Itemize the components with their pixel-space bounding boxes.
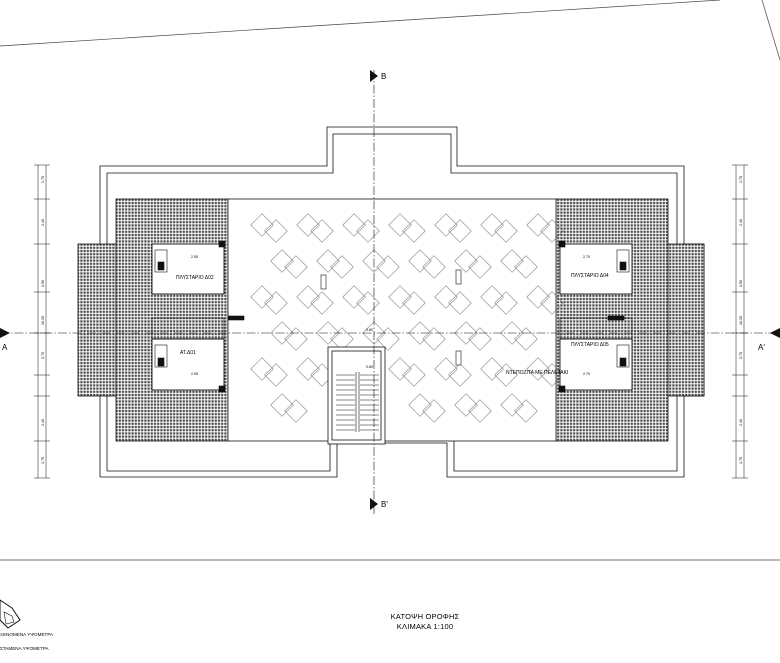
- section-a-right: A': [758, 343, 765, 352]
- room-label-d04: ΠΛΥΣΤΑΡΙΟ Δ04: [571, 273, 609, 279]
- staircase: [327, 346, 386, 445]
- legend-line-2: ΣΤΑΜΕΝΑ ΥΨΟΜΕΤΡΑ: [0, 646, 49, 651]
- drawing-scale: ΚΛΙΜΑΚΑ 1:100: [396, 622, 454, 631]
- dim-right-6: 2.40: [739, 419, 743, 426]
- central-terrace: [227, 198, 564, 442]
- section-markers: [0, 70, 780, 510]
- drawing-title-block: ΚΑΤΟΨΗ ΟΡΟΦΗΣ ΚΛΙΜΑΚΑ 1:100: [360, 612, 490, 632]
- section-lines: [0, 70, 780, 515]
- section-letters: B B' A A': [2, 72, 765, 509]
- plot-boundary: [0, 0, 780, 561]
- dim-right-4: 16.30: [739, 316, 743, 325]
- dim-level-2: 0.80: [366, 365, 373, 369]
- dim-room-3: 2.70: [583, 255, 590, 259]
- dim-left-4: 16.30: [41, 316, 45, 325]
- dim-room-2: 2.55: [191, 372, 198, 376]
- room-label-d01: ΑΤ.Δ01: [180, 350, 196, 356]
- dim-left-5: 3.70: [41, 352, 45, 359]
- room-label-d02: ΠΛΥΣΤΑΡΙΟ Δ02: [176, 275, 214, 281]
- dim-left-1: 1.75: [41, 176, 45, 183]
- dim-right-1: 1.75: [739, 176, 743, 183]
- levels-legend: ΞΕΝΟΜΕΝΑ ΥΨΟΜΕΤΡΑ ΣΤΑΜΕΝΑ ΥΨΟΜΕΤΡΑ: [0, 628, 53, 656]
- legend-line-1: ΞΕΝΟΜΕΝΑ ΥΨΟΜΕΤΡΑ: [0, 632, 54, 637]
- left-grid-block: [115, 198, 669, 442]
- section-a-left: A: [2, 343, 8, 352]
- terrace-label: ΝΤΕΠΟΖΙΤΑ ΜΕ ΠΕΛΕΤΑΚΙ: [506, 370, 568, 376]
- dim-left-3: 3.50: [41, 280, 45, 287]
- room-label-d05: ΠΛΥΣΤΑΡΙΟ Δ05: [571, 342, 609, 348]
- dim-room-4: 2.70: [583, 372, 590, 376]
- dim-room-1: 2.55: [191, 255, 198, 259]
- roof-drains: [320, 269, 462, 366]
- dim-right-2: 2.40: [739, 219, 743, 226]
- section-b-top: B: [381, 72, 386, 81]
- dim-right-7: 1.75: [739, 457, 743, 464]
- room-fixtures: [154, 240, 630, 393]
- drawing-title: ΚΑΤΟΨΗ ΟΡΟΦΗΣ: [390, 612, 460, 621]
- dim-right-3: 3.50: [739, 280, 743, 287]
- dimension-chains: [34, 164, 748, 479]
- dim-left-2: 2.40: [41, 219, 45, 226]
- dimension-texts: 1.75 2.40 3.50 16.30 3.70 2.40 1.75 1.75…: [41, 176, 743, 464]
- dim-left-7: 1.75: [41, 457, 45, 464]
- dim-level-1: 0.80: [366, 328, 373, 332]
- dim-right-5: 3.70: [739, 352, 743, 359]
- room-labels: ΠΛΥΣΤΑΡΙΟ Δ02 ΑΤ.Δ01 ΠΛΥΣΤΑΡΙΟ Δ04 ΠΛΥΣΤ…: [176, 273, 609, 376]
- section-b-bottom: B': [381, 500, 388, 509]
- north-arrow-icon: [0, 599, 21, 629]
- dim-left-6: 2.40: [41, 419, 45, 426]
